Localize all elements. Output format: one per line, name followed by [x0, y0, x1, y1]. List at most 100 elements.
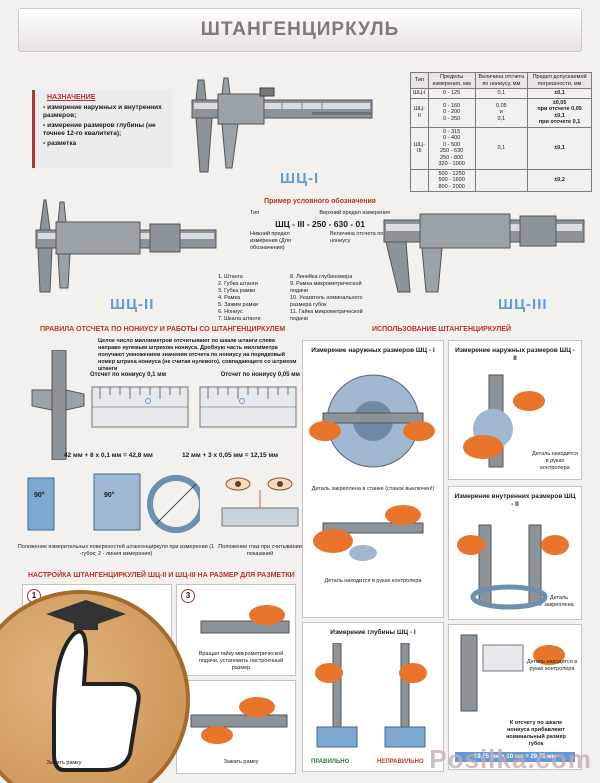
caliper-shc2-drawing [35, 199, 217, 293]
designation-code: ШЦ - III - 250 - 630 - 01 [275, 219, 365, 229]
result-panel: Деталь находится в руках контролера К от… [448, 624, 582, 770]
label-wrong: НЕПРАВИЛЬНО [377, 759, 424, 765]
usage-box4-title: Измерение глубины ШЦ - I [330, 629, 416, 636]
setup-panel-3: 3 Вращая гайку микрометрической подачи, … [176, 584, 296, 676]
table-row: ШЦ-III 0 - 315 0 - 400 0 - 500 250 - 630… [410, 126, 592, 170]
cell [410, 168, 429, 192]
legend-item: 3. Губка рамки [218, 288, 256, 294]
measuring-surfaces-diagram [27, 473, 200, 533]
legend-item: 8. Линейка глубиномера [290, 274, 353, 280]
caption-setup-4: Зажать рамку [223, 759, 259, 765]
vernier-scales [91, 386, 297, 428]
watermark: Posilka.com [429, 744, 592, 774]
cell: 500 - 1250 500 - 1600 800 - 2000 [427, 168, 476, 192]
cell: ±0,05 при отсчете 0,05 ±0,1 при отсчете … [527, 97, 592, 128]
usage-box1-title: Измерение наружных размеров ШЦ - I [311, 347, 435, 354]
result-formula: 19,75 мм + 10 мм = 29,75 мм [455, 752, 575, 762]
angle-label-2: 90° [104, 492, 115, 499]
cell: ±0,2 [527, 168, 592, 192]
table-row: 500 - 1250 500 - 1600 800 - 2000 ±0,2 [410, 168, 592, 192]
spec-header: Пределы измерения, мм [427, 72, 476, 89]
caption-hand3: Деталь находится в руках контролера [526, 659, 578, 672]
purpose-list: измерение наружных и внутренних размеров… [35, 104, 172, 148]
usage-box3-title: Измерение внутренних размеров ШЦ - II [454, 493, 576, 508]
setup-illustration-3 [200, 605, 290, 634]
cell: ШЦ-III [410, 126, 429, 170]
cell: 0 - 160 0 - 200 0 - 250 [427, 97, 476, 128]
page-title: ШТАНГЕНЦИРКУЛЬ [200, 19, 400, 40]
cell: ±0,1 [527, 126, 592, 170]
label-right: ПРАВИЛЬНО [311, 759, 350, 765]
legend-item: 10. Указатель номинального размера губок [290, 295, 363, 308]
thumbs-up-icon [46, 600, 141, 772]
model-shc3: ШЦ-III [498, 296, 548, 313]
eye-position-diagram [221, 477, 299, 527]
designation-lower-label: Нижний предел измерения (Для обозначения… [250, 231, 291, 251]
purpose-item: измерение размеров глубины (не точнее 12… [43, 122, 166, 138]
step-number-3: 3 [181, 589, 195, 603]
caption-setup-3: Вращая гайку микрометрической подачи, ус… [198, 651, 284, 671]
designation-heading: Пример условного обозначения [264, 198, 376, 205]
internal-measure-illustration [457, 524, 569, 610]
reading-text: Целое число миллиметров отсчитывают по ш… [98, 338, 297, 372]
cell: ШЦ-I [410, 88, 429, 99]
table-row: ШЦ-I 0 - 125 0,1 ±0,1 [410, 88, 592, 99]
thumbs-up-logo [0, 590, 190, 783]
caption-setup-1: Зажать рамку [46, 760, 82, 766]
cell: ШЦ-II [410, 97, 429, 128]
reading-heading: ПРАВИЛА ОТСЧЕТА ПО НОНИУСУ И РАБОТЫ СО Ш… [40, 326, 286, 333]
vernier-note: К отсчету по шкале нониуса прибавляют но… [506, 720, 566, 747]
legend-item: 2. Губка штанги [218, 281, 258, 287]
angle-label-1: 90° [34, 492, 45, 499]
caption-surfaces: Положение измерительных поверхностей шта… [17, 544, 215, 557]
caliper-vertical-drawing [31, 350, 85, 460]
cell: ±0,1 [527, 88, 592, 99]
legend-item: 6. Нониус [218, 309, 243, 315]
reading-formula-1: 42 мм + 8 х 0,1 мм = 42,8 мм [64, 452, 153, 459]
vernier-readings: Отсчет по нониусу 0,1 мм Отсчет по нониу… [90, 372, 300, 452]
reading-formula-2: 12 мм + 3 х 0,05 мм = 12,15 мм [182, 452, 279, 459]
lathe-illustration [309, 374, 435, 468]
cell: 0,1 [474, 88, 529, 99]
purpose-item: разметка [43, 140, 166, 148]
spec-header: Тип [410, 72, 429, 89]
spec-table-wrap: Тип Пределы измерения, мм Величина отсче… [410, 72, 592, 192]
setup-heading: НАСТРОЙКА ШТАНГЕНЦИРКУЛЕЙ ШЦ-II И ШЦ-III… [28, 572, 295, 579]
reading-label-1: Отсчет по нониусу 0,1 мм [90, 372, 167, 378]
depth-illustration [315, 642, 427, 748]
cell: 0,1 [474, 126, 529, 170]
caption-fixed: Деталь закреплена [544, 595, 574, 608]
legend-item: 5. Зажим рамки [218, 302, 258, 308]
hand-measure-illustration [313, 505, 424, 561]
legend-item: 9. Рамка микрометрической подачи [290, 281, 362, 294]
parts-legend-right: 8. Линейка глубиномера 9. Рамка микромет… [290, 274, 380, 323]
title-bar: ШТАНГЕНЦИРКУЛЬ [18, 8, 582, 52]
internal-reading-illustration [460, 634, 565, 712]
legend-item: 11. Гайка микрометрической подачи [290, 309, 363, 322]
model-shc1: ШЦ-I [280, 170, 320, 187]
purpose-box: НАЗНАЧЕНИЕ измерение наружных и внутренн… [32, 90, 172, 168]
usage-panel-left: Измерение наружных размеров ШЦ - I Детал… [302, 340, 444, 618]
cell: 0,05 и 0,1 [474, 97, 529, 128]
cell: 0 - 315 0 - 400 0 - 500 250 - 630 250 - … [427, 126, 476, 170]
cell: 0 - 125 [427, 88, 476, 99]
usage-panel-right-mid: Измерение внутренних размеров ШЦ - II Де… [448, 486, 582, 620]
table-row: ШЦ-II 0 - 160 0 - 200 0 - 250 0,05 и 0,1… [410, 97, 592, 128]
legend-item: 1. Штанга [218, 274, 243, 280]
legend-item: 7. Шкала штанги [218, 316, 261, 322]
caption-hand: Деталь находится в руках контролера [324, 578, 422, 584]
hand-measure-shc2 [463, 374, 545, 468]
caliper-shc1-drawing [191, 77, 373, 173]
designation-upper-label: Верхний предел измерения [319, 210, 390, 216]
caliper-shc3-drawing [383, 213, 585, 293]
spec-header: Предел допускаемой погрешности, мм [527, 72, 592, 89]
setup-illustration-4 [190, 697, 288, 744]
purpose-item: измерение наружных и внутренних размеров… [43, 104, 166, 120]
designation-block: Пример условного обозначения Тип Верхний… [250, 198, 390, 252]
designation-type-label: Тип [250, 210, 260, 216]
cell [474, 168, 529, 192]
spec-table: Тип Пределы измерения, мм Величина отсче… [410, 72, 592, 192]
usage-panel-right-top: Измерение наружных размеров ШЦ - II Дета… [448, 340, 582, 480]
caption-hand2: Деталь находится в руках контролера [532, 451, 578, 471]
reading-label-2: Отсчет по нониусу 0,05 мм [220, 372, 300, 378]
